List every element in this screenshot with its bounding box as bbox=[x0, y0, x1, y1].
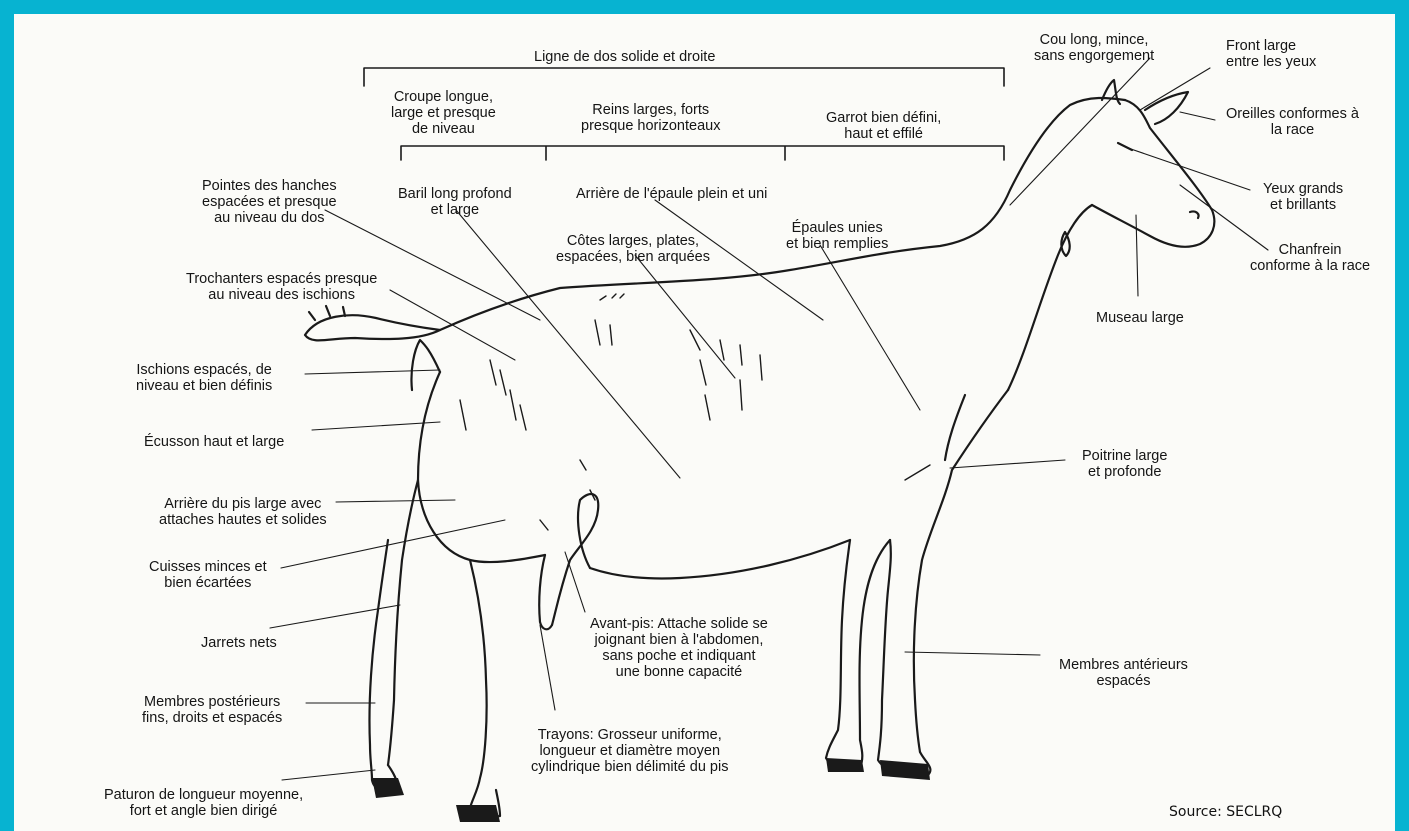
label-trayons: Trayons: Grosseur uniforme,longueur et d… bbox=[531, 727, 728, 775]
label-cotes: Côtes larges, plates,espacées, bien arqu… bbox=[556, 233, 710, 265]
label-topline: Ligne de dos solide et droite bbox=[534, 49, 715, 65]
label-cou: Cou long, mince,sans engorgement bbox=[1034, 32, 1154, 64]
label-garrot: Garrot bien défini,haut et effilé bbox=[826, 110, 941, 142]
label-museau: Museau large bbox=[1096, 310, 1184, 326]
bracket-sections bbox=[401, 146, 1004, 160]
label-paturon: Paturon de longueur moyenne,fort et angl… bbox=[104, 787, 303, 819]
source-credit: Source: SECLRQ bbox=[1169, 804, 1282, 820]
label-ecusson: Écusson haut et large bbox=[144, 434, 284, 450]
label-jarrets: Jarrets nets bbox=[201, 635, 277, 651]
label-arriere-epaule: Arrière de l'épaule plein et uni bbox=[576, 186, 767, 202]
bracket-topline bbox=[364, 68, 1004, 86]
diagram-frame: Ligne de dos solide et droite Croupe lon… bbox=[14, 14, 1395, 831]
